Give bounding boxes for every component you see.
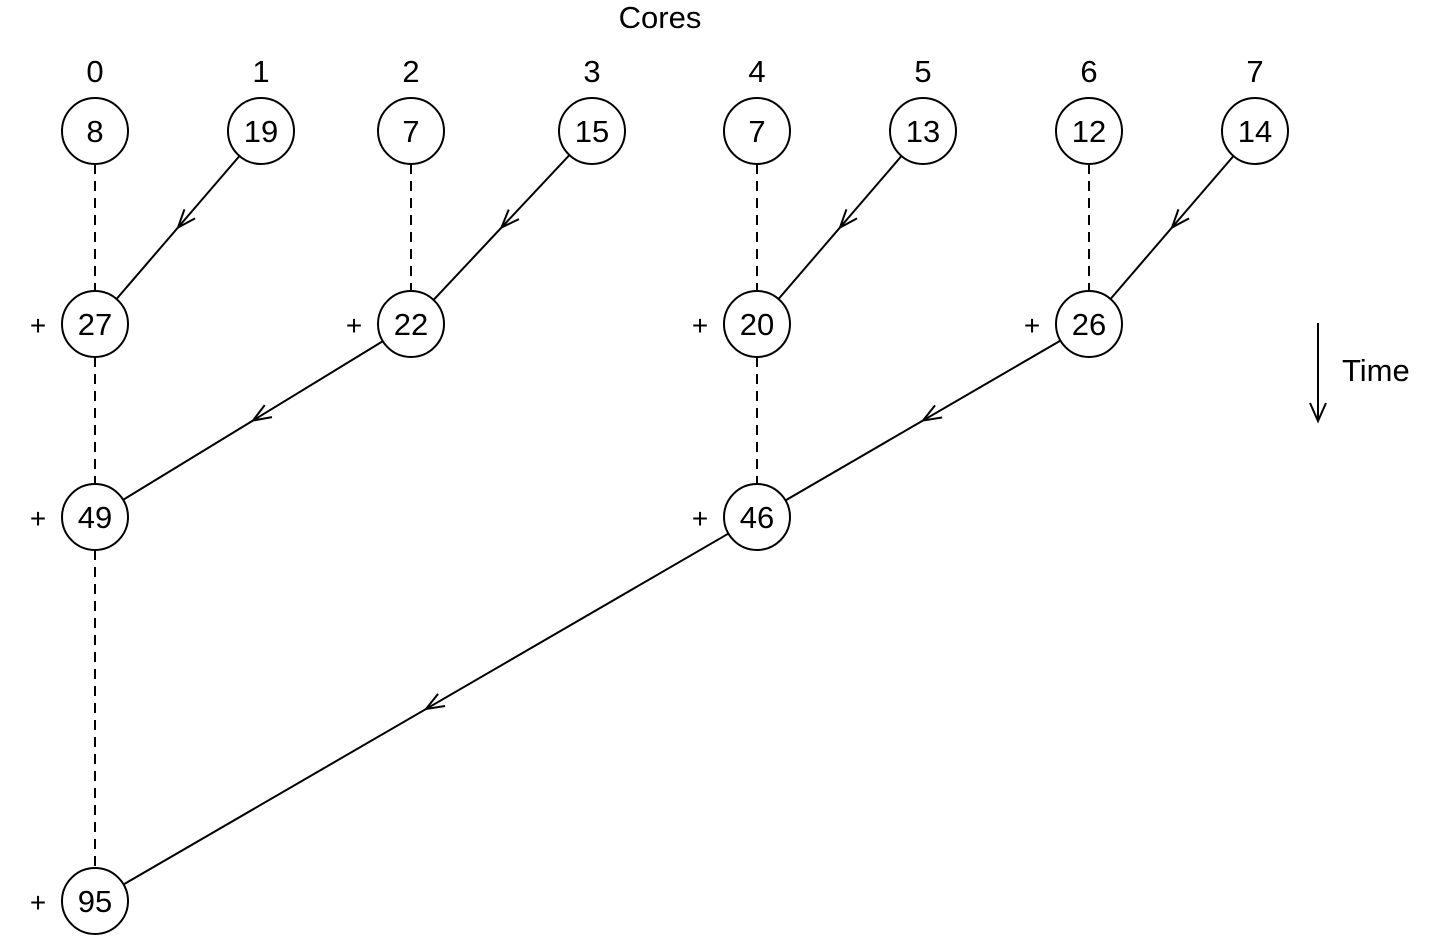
arrowhead-icon	[838, 208, 858, 230]
value-node: 15	[558, 97, 626, 165]
node-circle	[1055, 97, 1123, 165]
node-value: 22	[394, 307, 428, 342]
value-node: 20 +	[692, 290, 791, 358]
time-label: Time	[1342, 353, 1410, 388]
node-circle	[377, 290, 445, 358]
cores-title: Cores	[619, 0, 702, 35]
node-circle	[61, 97, 129, 165]
node-value: 20	[740, 307, 774, 342]
edges	[94, 154, 1235, 886]
core-label: 1	[252, 54, 269, 89]
arrowhead-icon	[1170, 208, 1190, 230]
node-circle	[723, 97, 791, 165]
value-node: 26 +	[1024, 290, 1123, 358]
plus-sign: +	[30, 310, 46, 341]
core-label: 7	[1246, 54, 1263, 89]
arrowhead-icon	[920, 404, 943, 422]
core-labels: 0 1 2 3 4 5 6 7	[86, 54, 1263, 89]
node-value: 19	[244, 114, 278, 149]
node-value: 46	[740, 500, 774, 535]
value-node: 27 +	[30, 290, 129, 358]
value-node: 14	[1221, 97, 1289, 165]
time-arrow-head	[1309, 402, 1327, 424]
node-value: 7	[748, 114, 765, 149]
plus-sign: +	[346, 310, 362, 341]
arrowhead-icon	[423, 693, 446, 711]
value-node: 19	[227, 97, 295, 165]
value-node: 22 +	[346, 290, 445, 358]
value-node: 46 +	[692, 483, 791, 551]
node-circle	[723, 290, 791, 358]
arrowhead-icon	[176, 208, 196, 230]
value-node: 12	[1055, 97, 1123, 165]
core-label: 4	[748, 54, 765, 89]
node-circle	[1221, 97, 1289, 165]
core-label: 6	[1080, 54, 1097, 89]
nodes: 8 19 7 15 7 13 12 14 27 +22 +20 +26 +49 +46 +95 +	[30, 97, 1289, 935]
node-circle	[377, 97, 445, 165]
arrowhead-icon	[250, 404, 273, 422]
core-label: 2	[402, 54, 419, 89]
node-circle	[61, 290, 129, 358]
value-node: 8	[61, 97, 129, 165]
core-label: 3	[583, 54, 600, 89]
node-circle	[61, 867, 129, 935]
node-value: 49	[78, 500, 112, 535]
value-node: 7	[723, 97, 791, 165]
core-label: 0	[86, 54, 103, 89]
node-value: 7	[402, 114, 419, 149]
node-value: 8	[86, 114, 103, 149]
plus-sign: +	[1024, 310, 1040, 341]
plus-sign: +	[692, 310, 708, 341]
node-circle	[227, 97, 295, 165]
arrowhead-icon	[499, 209, 520, 230]
node-circle	[558, 97, 626, 165]
node-value: 26	[1072, 307, 1106, 342]
time-arrow: Time	[1309, 323, 1410, 424]
node-value: 27	[78, 307, 112, 342]
node-circle	[1055, 290, 1123, 358]
node-value: 14	[1238, 114, 1272, 149]
plus-sign: +	[30, 503, 46, 534]
value-node: 95 +	[30, 867, 129, 935]
value-node: 49 +	[30, 483, 129, 551]
node-value: 12	[1072, 114, 1106, 149]
node-value: 95	[78, 884, 112, 919]
node-circle	[723, 483, 791, 551]
value-node: 13	[889, 97, 957, 165]
plus-sign: +	[692, 503, 708, 534]
node-circle	[889, 97, 957, 165]
node-value: 15	[575, 114, 609, 149]
node-circle	[61, 483, 129, 551]
value-node: 7	[377, 97, 445, 165]
plus-sign: +	[30, 887, 46, 918]
core-label: 5	[914, 54, 931, 89]
node-value: 13	[906, 114, 940, 149]
